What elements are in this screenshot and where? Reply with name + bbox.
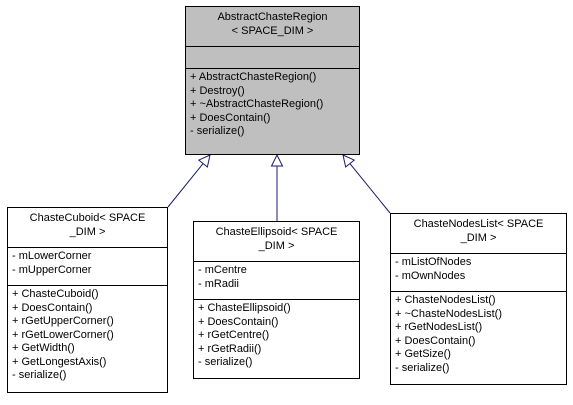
attribute-item: - mListOfNodes bbox=[395, 256, 472, 268]
class-title: ChasteNodesList< SPACE _DIM > bbox=[391, 214, 566, 253]
inherit-arrowhead-icon bbox=[342, 154, 356, 168]
methods-section: + ChasteNodesList() + ~ChasteNodesList()… bbox=[391, 291, 566, 377]
attribute-item: - mCentre bbox=[198, 264, 247, 276]
method-item: + ~ChasteNodesList() bbox=[395, 307, 502, 320]
attribute-item: - mLowerCorner bbox=[12, 250, 92, 262]
inherit-arrowhead-icon bbox=[270, 153, 284, 167]
class-name: AbstractChasteRegion bbox=[217, 11, 328, 23]
method-item: + AbstractChasteRegion() bbox=[190, 71, 317, 83]
methods-section: + ChasteEllipsoid() + DoesContain() + rG… bbox=[194, 299, 359, 372]
template-params: _DIM > bbox=[258, 240, 295, 252]
inherit-arrowhead-icon bbox=[197, 154, 211, 168]
method-item: + DoesContain() bbox=[198, 315, 279, 328]
class-title: AbstractChasteRegion < SPACE_DIM > bbox=[186, 7, 359, 46]
method-item: + GetWidth() bbox=[12, 342, 75, 354]
class-name: ChasteEllipsoid< SPACE bbox=[215, 226, 338, 238]
method-item: - serialize() bbox=[12, 369, 67, 381]
method-item: - serialize() bbox=[190, 125, 245, 137]
class-box-chaste-cuboid[interactable]: ChasteCuboid< SPACE _DIM > - mLowerCorne… bbox=[7, 207, 168, 393]
method-item: + GetLongestAxis() bbox=[12, 355, 107, 368]
attribute-item: - mOwnNodes bbox=[395, 269, 466, 282]
class-box-chaste-ellipsoid[interactable]: ChasteEllipsoid< SPACE _DIM > - mCentre … bbox=[193, 221, 360, 379]
method-item: + ~AbstractChasteRegion() bbox=[190, 98, 324, 110]
inherit-edge-nodeslist bbox=[349, 163, 391, 214]
attribute-item: - mRadii bbox=[198, 277, 239, 290]
method-item: - serialize() bbox=[395, 361, 450, 374]
method-item: + ChasteEllipsoid() bbox=[198, 302, 291, 314]
class-title: ChasteCuboid< SPACE _DIM > bbox=[8, 208, 167, 247]
attribute-item: - mUpperCorner bbox=[12, 263, 92, 276]
class-box-chaste-nodes-list[interactable]: ChasteNodesList< SPACE _DIM > - mListOfN… bbox=[390, 213, 567, 385]
inherit-edge-cuboid bbox=[167, 163, 204, 208]
class-title: ChasteEllipsoid< SPACE _DIM > bbox=[194, 222, 359, 261]
method-item: + ChasteNodesList() bbox=[395, 294, 496, 306]
attributes-section bbox=[186, 46, 359, 68]
method-item: + rGetLowerCorner() bbox=[12, 328, 114, 341]
method-item: + rGetNodesList() bbox=[395, 321, 483, 333]
attributes-section: - mLowerCorner - mUpperCorner bbox=[8, 247, 167, 285]
method-item: + rGetRadii() bbox=[198, 342, 262, 355]
methods-section: + ChasteCuboid() + DoesContain() + rGetU… bbox=[8, 285, 167, 385]
method-item: + Destroy() bbox=[190, 84, 245, 97]
class-box-abstract-chaste-region[interactable]: AbstractChasteRegion < SPACE_DIM > + Abs… bbox=[185, 6, 360, 155]
methods-section: + AbstractChasteRegion() + Destroy() + ~… bbox=[186, 68, 359, 141]
method-item: + rGetCentre() bbox=[198, 329, 270, 341]
method-item: + DoesContain() bbox=[190, 111, 271, 124]
template-params: < SPACE_DIM > bbox=[231, 25, 314, 37]
method-item: + GetSize() bbox=[395, 348, 451, 360]
method-item: + DoesContain() bbox=[12, 301, 93, 314]
template-params: _DIM > bbox=[460, 232, 497, 244]
method-item: + ChasteCuboid() bbox=[12, 288, 99, 300]
template-params: _DIM > bbox=[69, 226, 106, 238]
method-item: - serialize() bbox=[198, 356, 253, 368]
class-name: ChasteNodesList< SPACE bbox=[413, 218, 544, 230]
method-item: + DoesContain() bbox=[395, 334, 476, 347]
attributes-section: - mListOfNodes - mOwnNodes bbox=[391, 253, 566, 291]
method-item: + rGetUpperCorner() bbox=[12, 315, 114, 327]
attributes-section: - mCentre - mRadii bbox=[194, 261, 359, 299]
class-name: ChasteCuboid< SPACE bbox=[29, 212, 146, 224]
